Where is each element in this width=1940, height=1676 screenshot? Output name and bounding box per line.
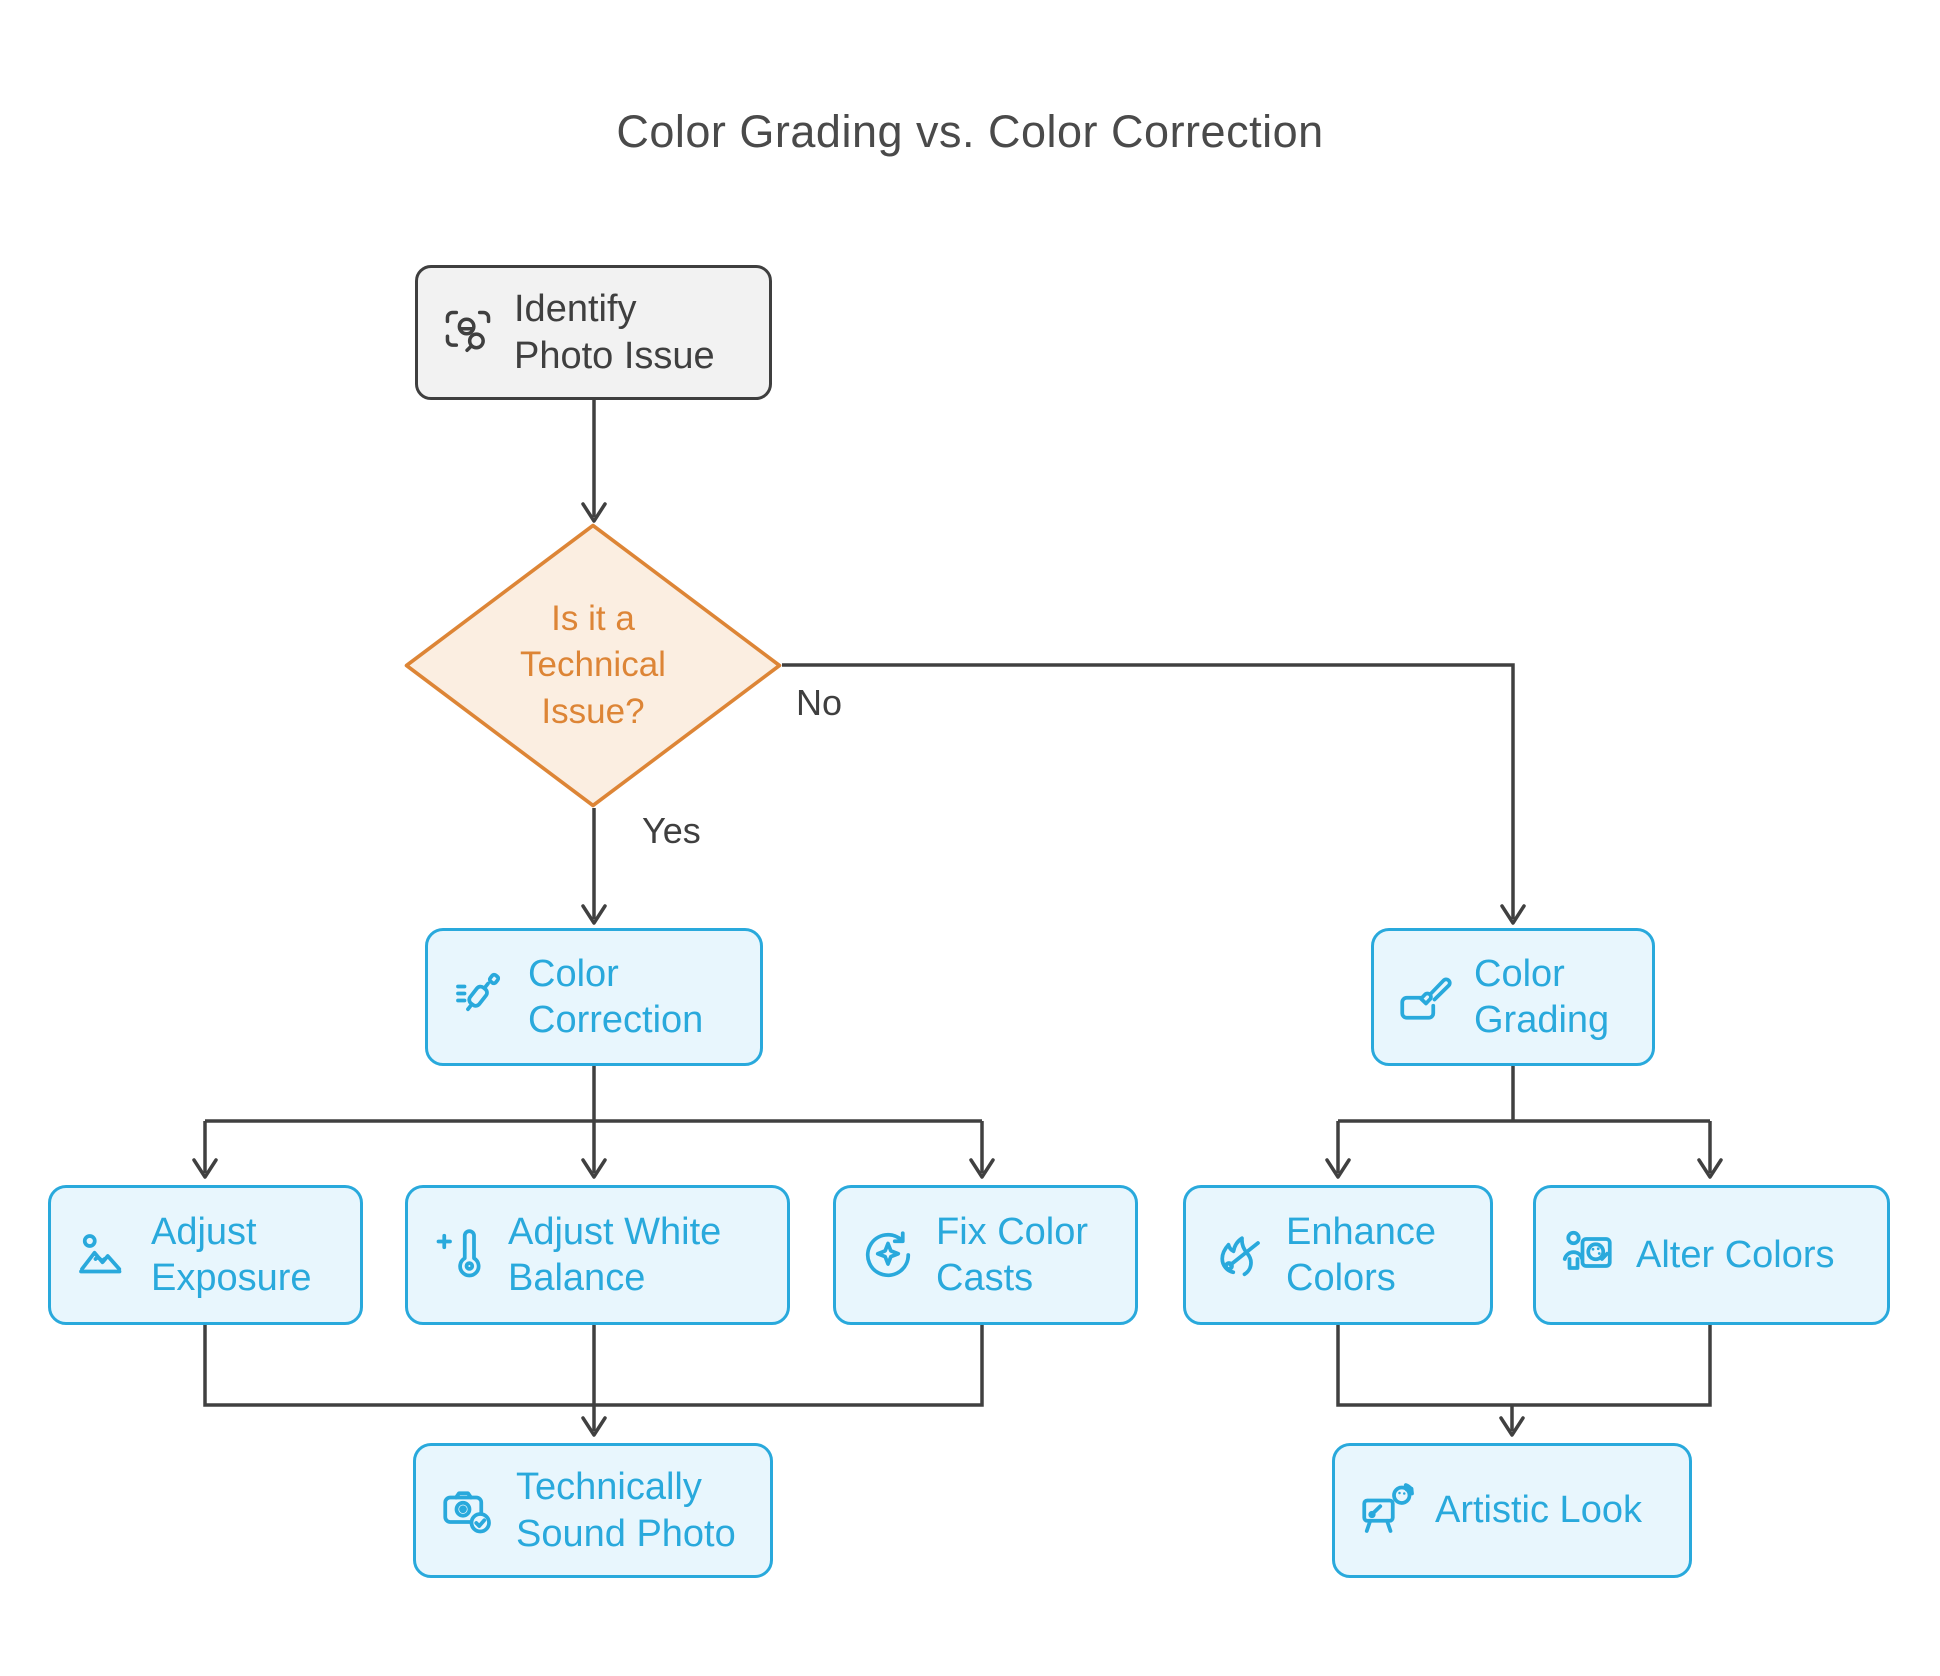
page-title: Color Grading vs. Color Correction <box>616 106 1324 157</box>
image-mountain-icon <box>73 1225 133 1285</box>
thermometer-plus-icon <box>430 1225 490 1285</box>
node-label: Color Correction <box>528 952 704 1041</box>
connector-correction-branch <box>192 1066 995 1179</box>
easel-palette-icon <box>1357 1481 1417 1541</box>
node-decision-technical-issue: Is it a Technical Issue? <box>404 523 782 808</box>
node-label: Fix Color Casts <box>936 1210 1089 1299</box>
flame-match-icon <box>1208 1225 1268 1285</box>
node-label: Alter Colors <box>1636 1233 1835 1276</box>
node-label: Color Grading <box>1474 952 1610 1041</box>
node-label: Artistic Look <box>1435 1489 1642 1532</box>
node-alter-colors: Alter Colors <box>1533 1185 1890 1325</box>
paintbrush-tray-icon <box>1396 967 1456 1027</box>
node-label: Identify Photo Issue <box>514 288 715 377</box>
scan-search-icon <box>440 305 496 361</box>
edge-label-no: No <box>796 682 843 723</box>
connector-decision-yes <box>581 808 607 925</box>
node-label: Enhance Colors <box>1286 1210 1437 1299</box>
node-label: Adjust Exposure <box>151 1210 312 1299</box>
connector-correction-merge <box>203 1325 984 1437</box>
node-adjust-white-balance: Adjust White Balance <box>405 1185 790 1325</box>
node-color-grading: Color Grading <box>1371 928 1655 1066</box>
airbrush-tool-icon <box>450 967 510 1027</box>
node-label: Adjust White Balance <box>508 1210 722 1299</box>
node-technically-sound-photo: Technically Sound Photo <box>413 1443 773 1578</box>
node-adjust-exposure: Adjust Exposure <box>48 1185 363 1325</box>
decision-diamond-shape <box>404 523 782 808</box>
connector-identify-to-decision <box>581 400 607 523</box>
connector-grading-merge <box>1336 1325 1712 1437</box>
decision-label: Is it a Technical Issue? <box>520 599 666 731</box>
edge-label-yes: Yes <box>642 810 701 851</box>
sparkle-refresh-icon <box>858 1225 918 1285</box>
node-label: Technically Sound Photo <box>516 1466 736 1555</box>
person-palette-icon <box>1558 1225 1618 1285</box>
node-identify-photo-issue: Identify Photo Issue <box>415 265 772 400</box>
node-artistic-look: Artistic Look <box>1332 1443 1692 1578</box>
node-enhance-colors: Enhance Colors <box>1183 1185 1493 1325</box>
camera-check-icon <box>438 1481 498 1541</box>
node-color-correction: Color Correction <box>425 928 763 1066</box>
connector-grading-branch <box>1325 1066 1723 1179</box>
node-fix-color-casts: Fix Color Casts <box>833 1185 1138 1325</box>
connector-decision-no <box>782 663 1526 925</box>
